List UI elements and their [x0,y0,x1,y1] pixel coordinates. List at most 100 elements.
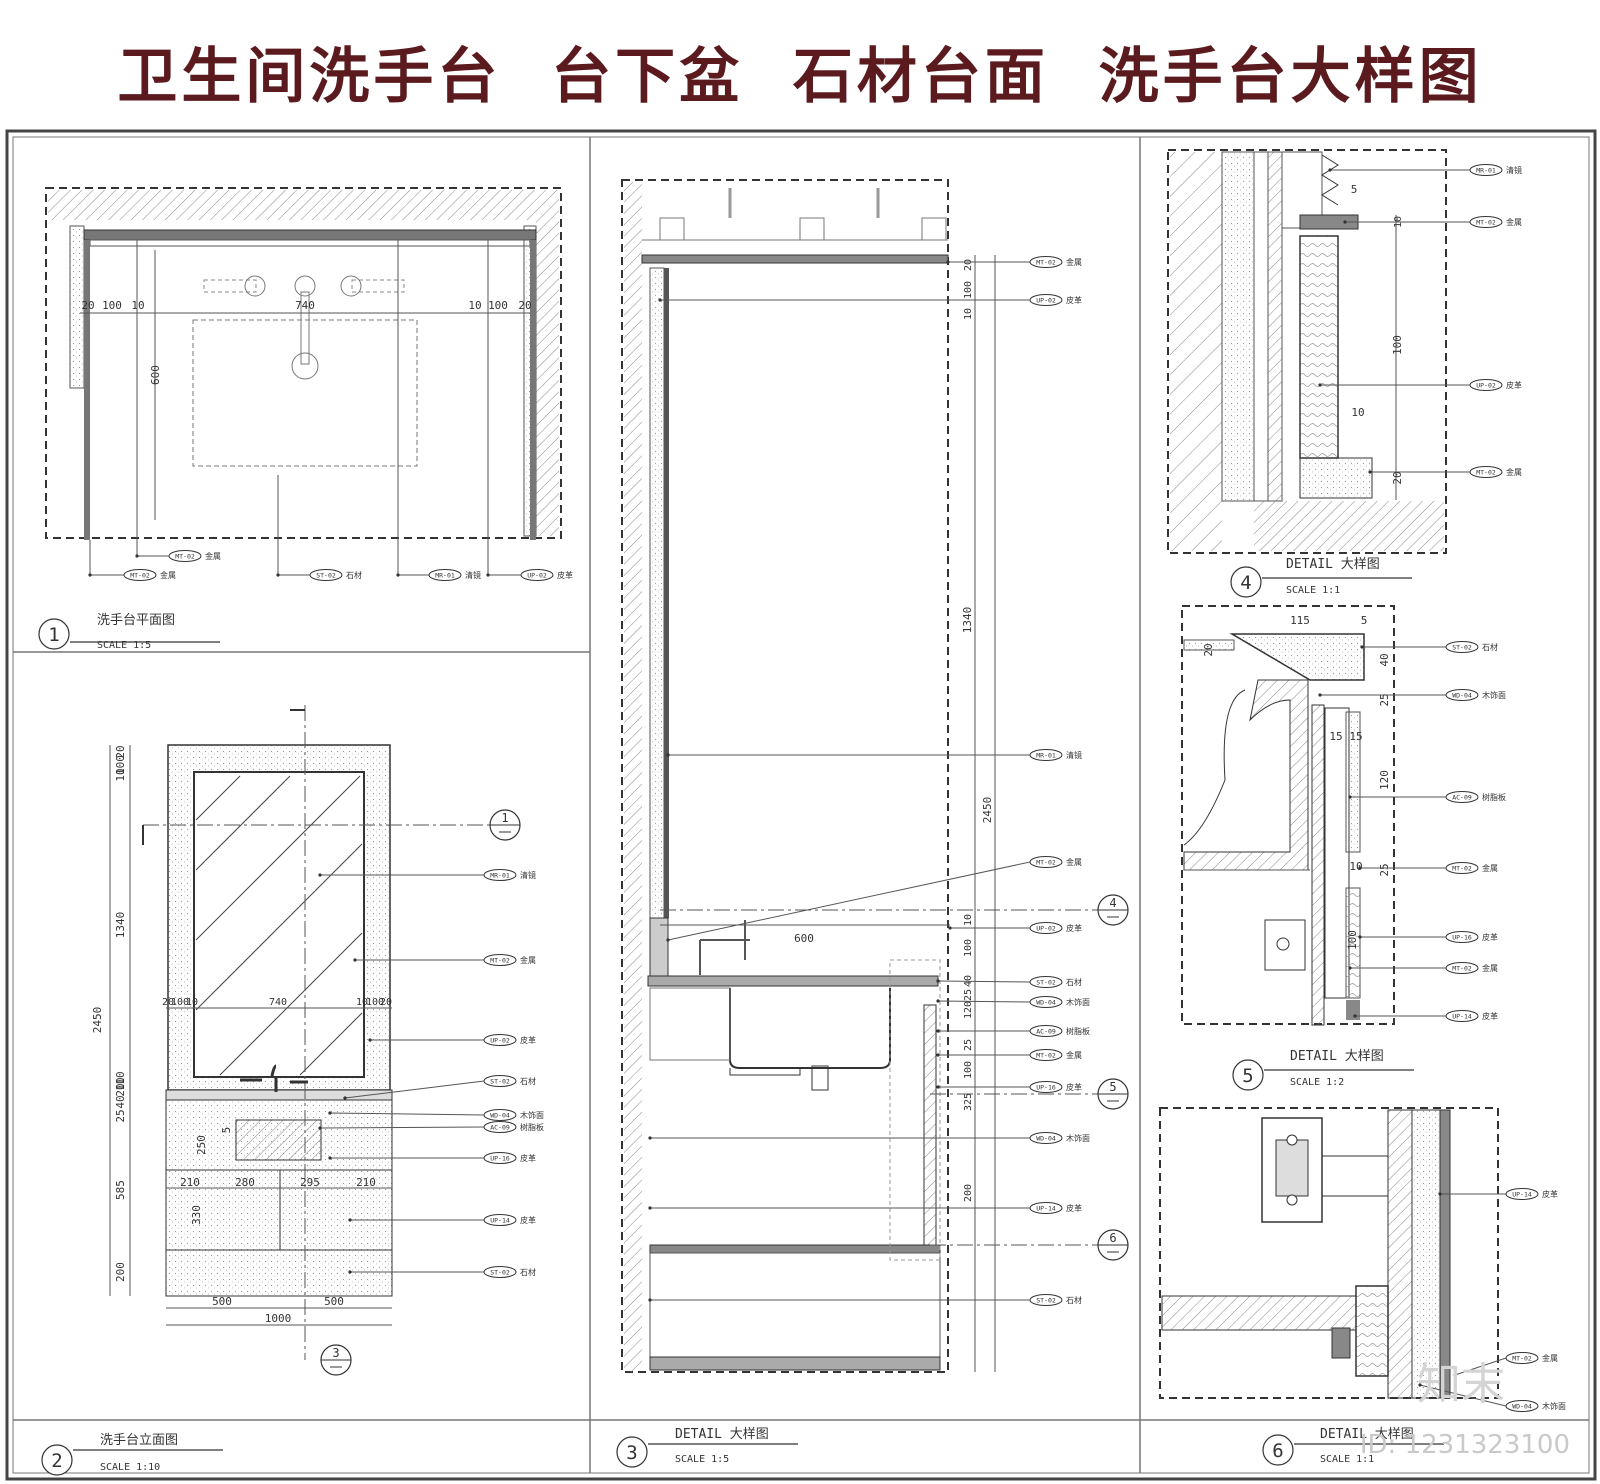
leader-dot [648,1136,652,1140]
leader-dot [948,926,952,930]
material-tag [483,1152,517,1164]
view-scale: SCALE 1:1 [1320,1454,1374,1465]
material-code: MT-02 [130,572,150,580]
material-name: 金属 [1066,857,1082,867]
material-name: 皮革 [1066,295,1082,305]
material-code: WD-04 [1452,692,1472,700]
dimension-text: 200 [963,1184,974,1202]
leader-line [1419,1384,1507,1407]
leader-dot [1348,795,1352,799]
dimension-text: 10 [468,299,481,312]
material-code: MR-01 [1036,752,1056,760]
material-code: UP-14 [1036,1205,1056,1213]
material-tag [483,1075,517,1087]
material-code: MT-02 [1036,1052,1056,1060]
leader-dot [1318,383,1322,387]
leader-dot [648,1298,652,1302]
material-code: MT-02 [1476,219,1496,227]
section-view: 2010010134024501060010040251202510032520… [621,179,1129,1373]
material-tag [1469,466,1503,478]
material-name: 金属 [205,551,221,561]
material-tag [1469,216,1503,228]
material-tag [483,954,517,966]
dimension-text: 1340 [961,607,974,634]
view-number-circle [41,1444,73,1476]
view-scale: SCALE 1:5 [675,1454,729,1465]
dimension-text: 25 [1378,693,1391,706]
dimension-text: 100 [1391,335,1404,355]
dimension-text: 740 [269,997,287,1008]
view-name: DETAIL 大样图 [1320,1427,1414,1442]
material-tag [483,1121,517,1133]
material-tag [1505,1400,1539,1412]
dimension-text: 210 [356,1176,376,1189]
leader-line [344,1080,485,1099]
dimension-text: 120 [1378,770,1391,790]
material-code: UP-14 [1512,1191,1532,1199]
dimension-text: 600 [794,932,814,945]
leader-dot [936,1085,940,1089]
material-name: 皮革 [1066,1082,1082,1092]
material-name: 皮革 [520,1035,536,1045]
material-code: ST-02 [1036,979,1056,987]
material-name: 金属 [1542,1353,1558,1363]
material-code: UP-16 [490,1155,510,1163]
material-code: MR-01 [435,572,455,580]
view-number-circle [616,1436,648,1468]
view-name: DETAIL 大样图 [1290,1049,1384,1064]
dimension-text: 40 [114,1095,127,1108]
dimension-text: 20 [162,997,174,1008]
view-number: 4 [1240,572,1251,594]
leader-dot [343,1096,347,1100]
material-code: UP-02 [527,572,547,580]
elevation-view: 2010010134010102040255852002450250533020… [91,705,544,1376]
leader-dot [353,958,357,962]
dimension-text: 20 [1391,471,1404,484]
leader-dot [658,298,662,302]
material-tag [483,1266,517,1278]
material-code: UP-16 [1452,934,1472,942]
leader-dot [328,1111,332,1115]
material-name: 皮革 [1482,1011,1498,1021]
material-name: 金属 [1066,257,1082,267]
section-ref-number: 5 [1109,1080,1116,1094]
material-code: ST-02 [1036,1297,1056,1305]
material-name: 树脂板 [1482,792,1506,802]
view-scale: SCALE 1:5 [97,640,151,651]
material-code: MT-02 [490,957,510,965]
material-tag [123,569,157,581]
dimension-text: 25 [963,989,974,1001]
material-name: 木饰面 [1066,1133,1090,1143]
material-tag [1029,1294,1063,1306]
view-number-circle [1262,1434,1294,1466]
material-name: 金属 [1506,467,1522,477]
material-tag [1469,164,1503,176]
dimension-text: 100 [171,997,189,1008]
material-name: 皮革 [1066,923,1082,933]
material-name: 金属 [160,570,176,580]
leader-dot [1318,693,1322,697]
material-name: 金属 [1482,963,1498,973]
dimension-text: 1340 [114,912,127,939]
material-code: MT-02 [175,553,195,561]
leader-dot [318,873,322,877]
material-tag [1029,256,1063,268]
leader-line [937,980,1031,983]
dimension-text: 25 [963,1039,974,1051]
dimension-text: 100 [366,997,384,1008]
leader-dot [276,573,280,577]
material-code: MR-01 [490,872,510,880]
dimension-text: 500 [324,1295,344,1308]
section-ref-number: 6 [1109,1231,1116,1245]
material-tag [309,569,343,581]
dimension-text: 10 [1349,860,1362,873]
watermark-logo: 知末 [1417,1359,1505,1410]
dimension-text: 330 [190,1205,203,1225]
leader-dot [666,753,670,757]
material-tag [1445,862,1479,874]
material-code: ST-02 [490,1078,510,1086]
dimension-text: 325 [963,1093,974,1111]
leader-dot [368,1038,372,1042]
